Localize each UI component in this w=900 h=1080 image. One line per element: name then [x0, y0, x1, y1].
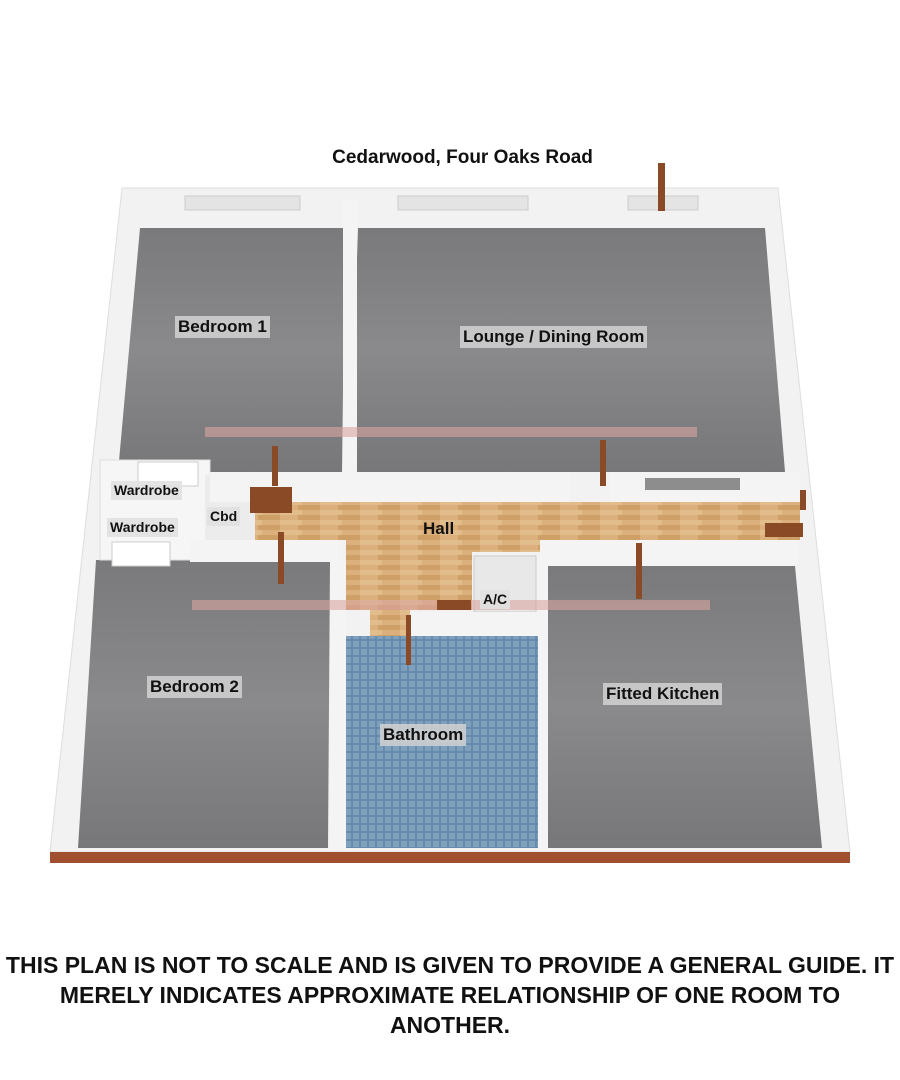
wardrobe-doors: [111, 541, 171, 567]
kitchen-floor: [546, 566, 822, 848]
bedroom1-floor: [118, 228, 345, 472]
wall: [538, 560, 548, 850]
bedroom2-floor: [78, 560, 330, 848]
room-label-lounge: Lounge / Dining Room: [460, 326, 648, 348]
wall: [540, 540, 798, 566]
room-label-bathroom: Bathroom: [380, 724, 467, 746]
room-label-cbd: Cbd: [207, 507, 241, 526]
room-label-bedroom1: Bedroom 1: [175, 316, 270, 338]
room-label-wardrobe-top: Wardrobe: [111, 481, 182, 500]
window: [397, 195, 529, 211]
lounge-floor: [350, 228, 785, 472]
wall: [343, 200, 357, 475]
wall: [410, 612, 540, 636]
doors: [250, 163, 806, 665]
room-label-hall: Hall: [423, 519, 455, 538]
room-label-wardrobe-bottom: Wardrobe: [107, 518, 178, 537]
wall: [190, 540, 340, 562]
disclaimer-text: THIS PLAN IS NOT TO SCALE AND IS GIVEN T…: [5, 952, 895, 1038]
window: [184, 195, 301, 211]
outer-wall-base: [50, 852, 850, 863]
room-label-ac: A/C: [480, 590, 511, 609]
wall: [330, 560, 346, 850]
room-label-kitchen: Fitted Kitchen: [603, 683, 723, 705]
room-label-bedroom2: Bedroom 2: [147, 676, 242, 698]
watermark-band: [205, 427, 697, 437]
property-title: Cedarwood, Four Oaks Road: [332, 147, 593, 168]
wall: [645, 478, 740, 490]
